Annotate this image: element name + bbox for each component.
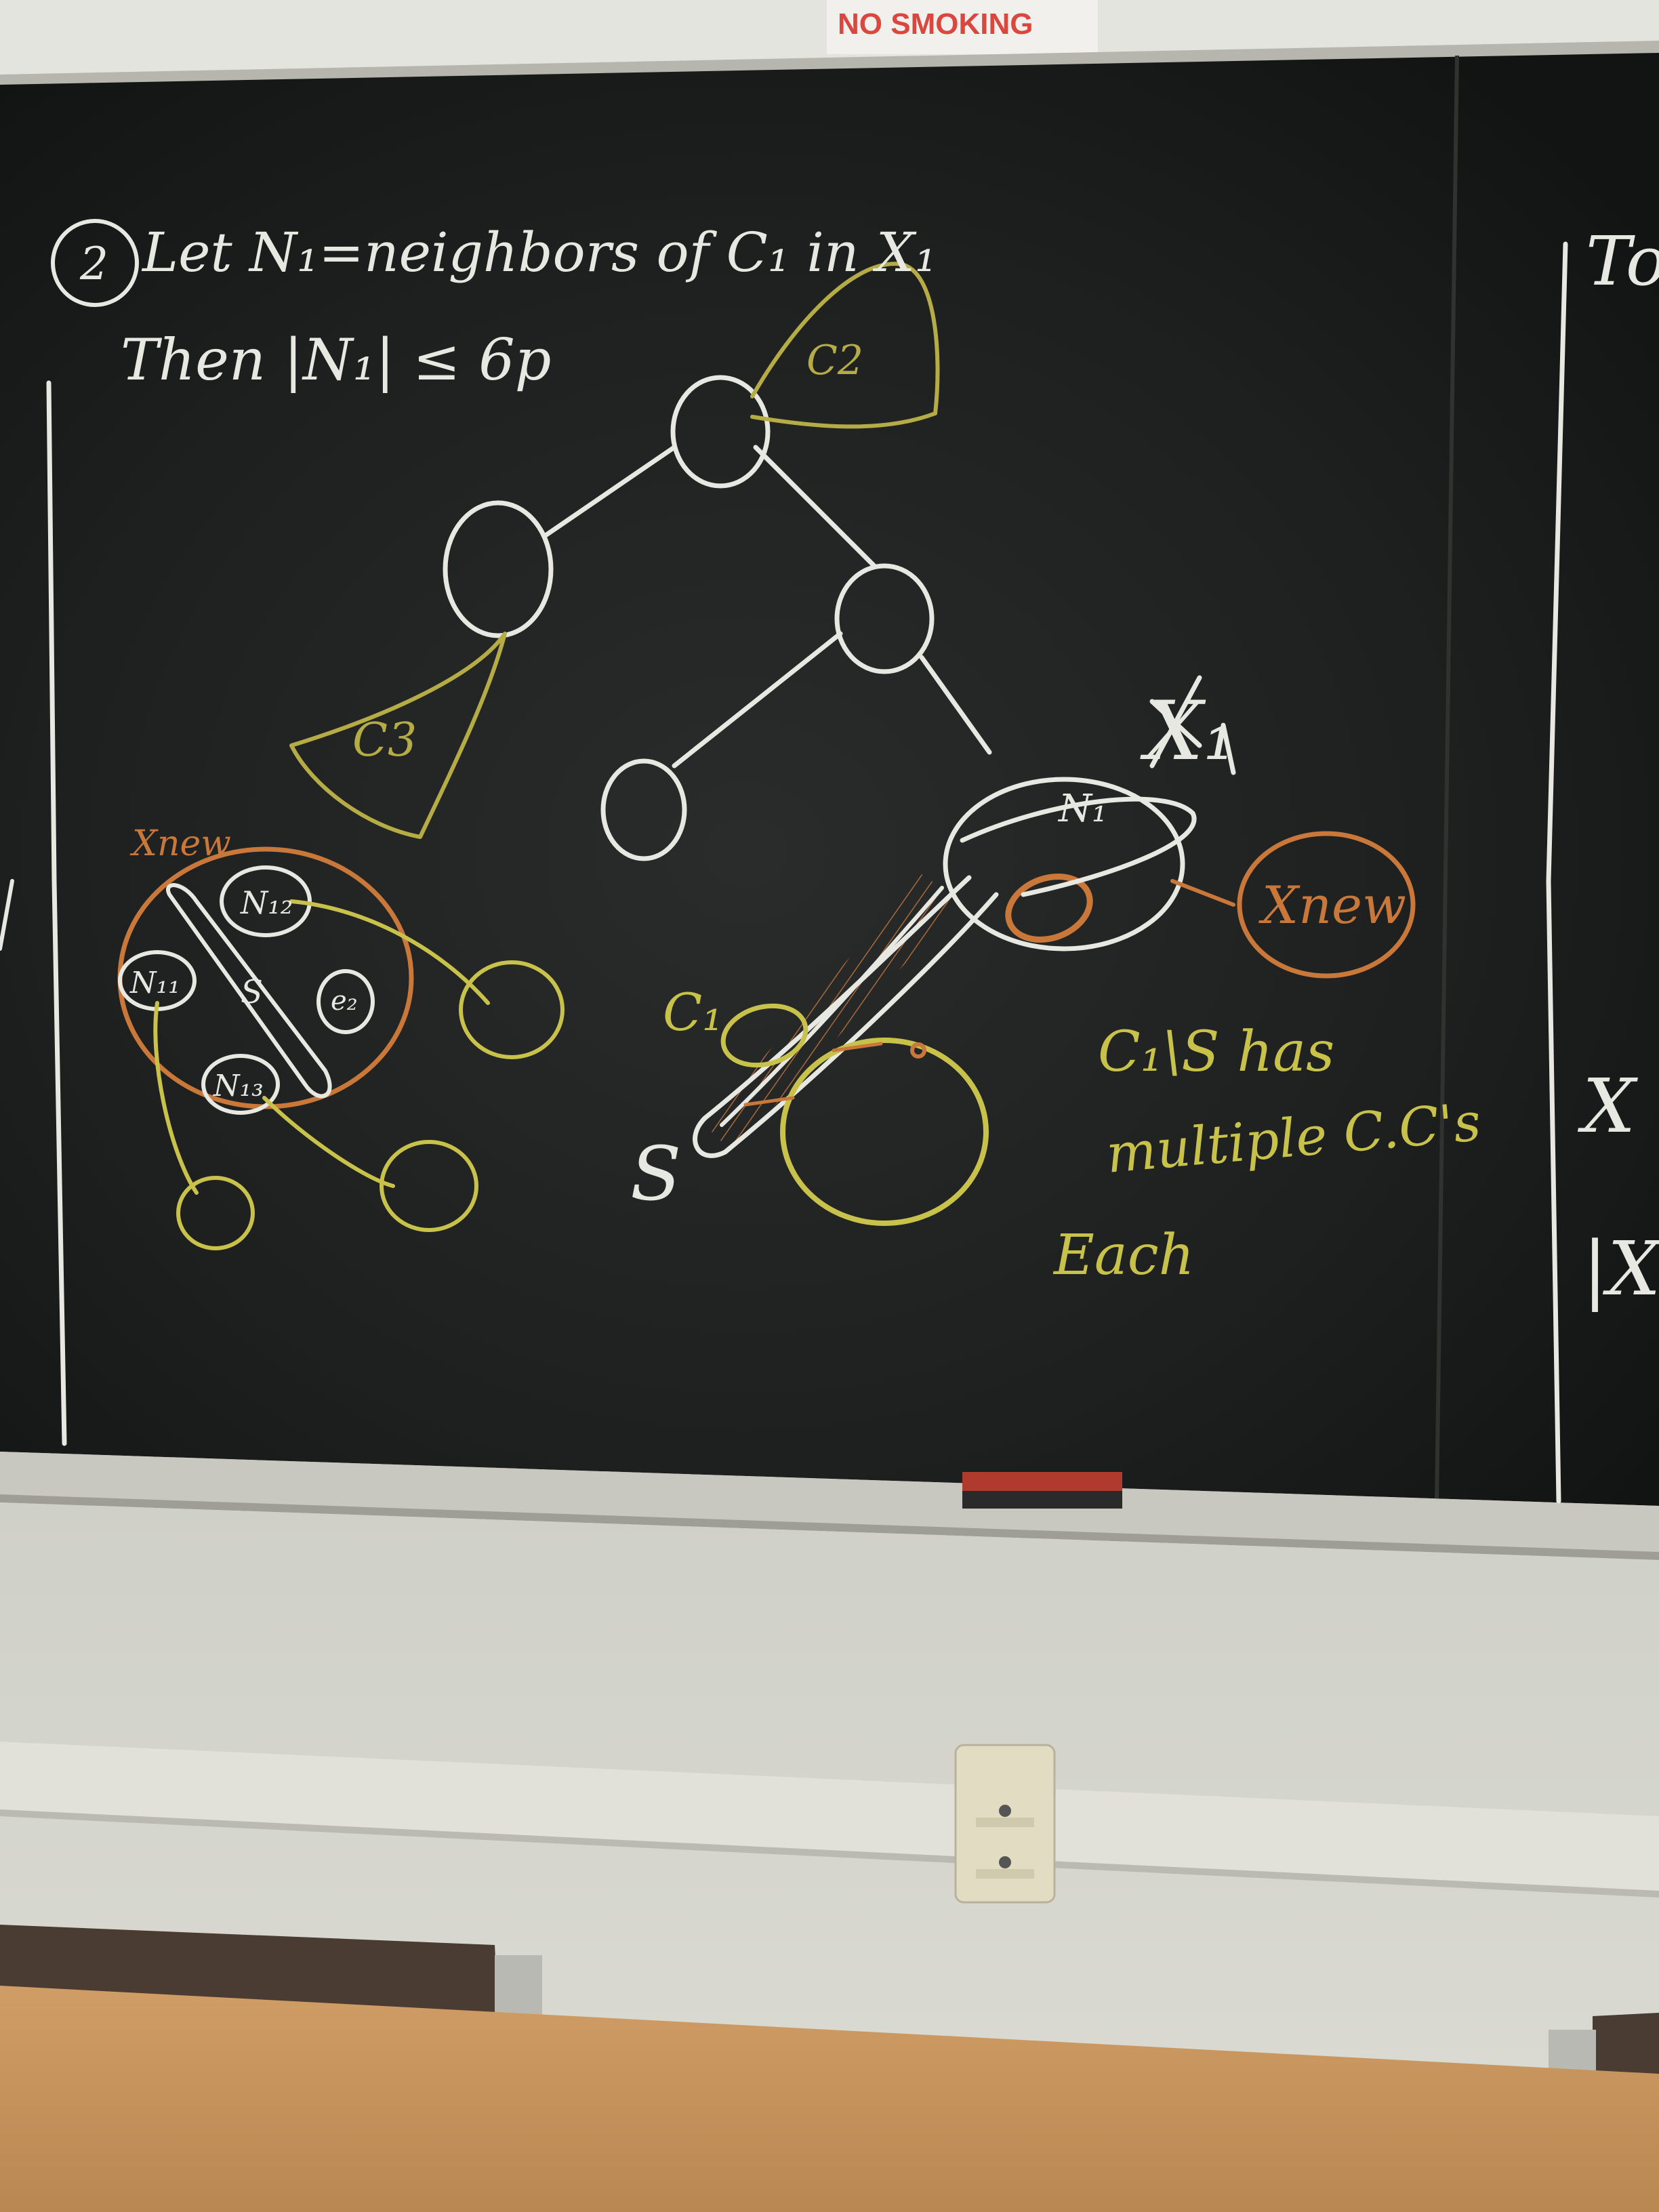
component-circle	[780, 1038, 989, 1226]
tree-node-right	[834, 563, 935, 674]
left-edge-mark	[0, 879, 14, 951]
tree-node-leaf	[600, 758, 687, 861]
tree-diagram	[443, 375, 1236, 951]
left-divider-line	[46, 380, 67, 1446]
chair-left	[0, 1925, 542, 2016]
xnew-right-circle	[1237, 831, 1416, 979]
label-c3: C3	[352, 714, 417, 767]
left-diagram	[117, 846, 565, 1250]
number-circle	[51, 219, 139, 307]
no-smoking-sign: NO SMOKING	[827, 0, 1098, 54]
label-c1: C₁	[663, 982, 723, 1042]
label-x1: X₁	[1140, 684, 1236, 779]
label-n12: N₁₂	[240, 884, 293, 921]
tree-node-x1	[943, 777, 1185, 951]
statement-number: 2	[79, 238, 108, 290]
label-s-small: S	[241, 973, 263, 1011]
chalk-tray	[0, 1452, 1659, 1552]
c1-ellipse	[720, 1003, 808, 1068]
tree-node-left	[443, 500, 554, 638]
eraser	[962, 1472, 1122, 1509]
label-n11: N₁₁	[129, 966, 180, 1000]
edge-fragment-top: To	[1586, 222, 1659, 301]
label-s-big: S	[630, 1130, 681, 1217]
c3-region	[289, 632, 507, 839]
label-xnew-left: Xnew	[129, 823, 231, 864]
label-c2: C2	[806, 337, 863, 384]
s-c1-region	[693, 796, 1197, 1226]
label-n1: N₁	[1057, 787, 1107, 831]
desk	[0, 1986, 1659, 2212]
right-divider-line	[1546, 241, 1568, 1504]
statement-line-1: Let N₁=neighbors of C₁ in X₁	[141, 221, 937, 284]
wall-outlet	[954, 1744, 1056, 1904]
orange-dot	[910, 1042, 926, 1059]
chair-rail	[0, 1742, 1659, 1891]
note-line-1: C₁\S has	[1098, 1020, 1334, 1084]
tree-node-root	[670, 375, 771, 489]
edge-fragment-mid: X	[1577, 1063, 1638, 1149]
c2-region	[750, 262, 940, 429]
statement-line-2: Then |N₁| ≤ 6p	[121, 327, 551, 393]
note-line-3: Each	[1052, 1223, 1194, 1288]
edge-fragment-bottom: |X	[1582, 1225, 1659, 1312]
label-n13: N₁₃	[213, 1069, 264, 1103]
sign-text: NO SMOKING	[838, 7, 1033, 41]
label-xnew-right: Xnew	[1258, 875, 1406, 935]
board-seam-right	[1435, 55, 1459, 1502]
label-e2: e₂	[331, 985, 358, 1017]
